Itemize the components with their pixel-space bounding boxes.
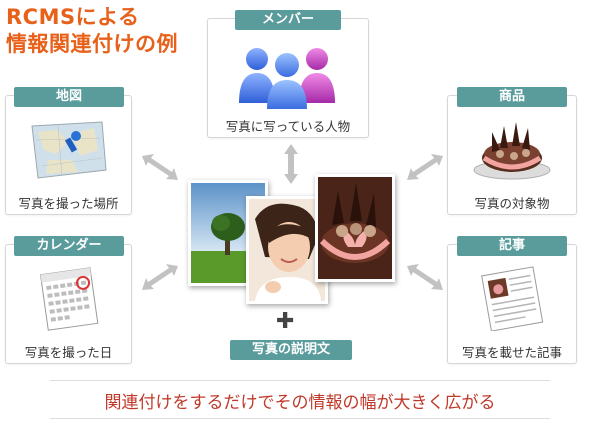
calendar-tab: カレンダー — [14, 236, 124, 256]
members-box: メンバー 写真に写っている人物 — [207, 10, 369, 138]
cake-icon — [473, 122, 551, 180]
article-icon — [481, 266, 544, 331]
arrow-products-icon — [407, 154, 443, 180]
map-icon — [31, 121, 107, 179]
calendar-icon — [39, 267, 99, 331]
person-photo-image — [249, 199, 325, 301]
map-tab: 地図 — [14, 87, 124, 107]
calendar-caption: 写真を撮った日 — [24, 345, 113, 360]
members-caption: 写真に写っている人物 — [225, 119, 351, 134]
articles-box: 記事 写真を載せた記事 — [447, 236, 577, 364]
calendar-box: カレンダー 写真を撮った日 — [5, 236, 132, 364]
products-tab: 商品 — [457, 87, 567, 107]
arrow-map-icon — [142, 154, 178, 180]
person-photo — [246, 196, 328, 304]
title-line-1: RCMSによる — [6, 5, 140, 29]
arrow-calendar-icon — [142, 264, 178, 290]
members-tab: メンバー — [235, 10, 341, 30]
map-caption: 写真を撮った場所 — [18, 196, 119, 211]
arrow-articles-icon — [407, 264, 443, 290]
arrow-members-icon — [284, 144, 298, 184]
tagline: 関連付けをするだけでその情報の幅が大きく広がる — [104, 393, 496, 413]
cake-photo-image — [318, 177, 392, 279]
products-caption: 写真の対象物 — [474, 196, 550, 211]
people-icon — [239, 48, 335, 109]
plus-icon: ✚ — [276, 309, 295, 334]
title-line-2: 情報関連付けの例 — [6, 32, 178, 56]
articles-caption: 写真を載せた記事 — [461, 345, 562, 360]
articles-tab: 記事 — [457, 236, 567, 256]
map-box: 地図 写真を撮った場所 — [5, 87, 132, 215]
tagline-top-rule — [50, 380, 550, 381]
products-box: 商品 写真の対象物 — [447, 87, 577, 215]
description-tab: 写真の説明文 — [230, 340, 352, 360]
diagram-title: RCMSによる 情報関連付けの例 — [6, 4, 178, 58]
cake-photo — [315, 174, 395, 282]
tagline-bottom-rule — [50, 418, 550, 419]
